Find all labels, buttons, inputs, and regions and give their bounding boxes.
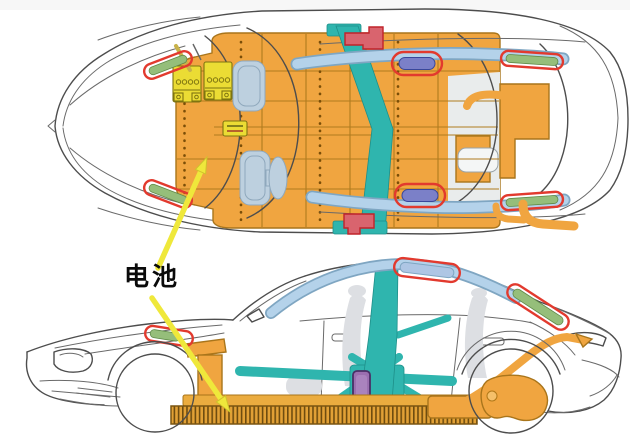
battery-annotation — [149, 155, 231, 414]
hazard-box — [222, 120, 248, 137]
subwoofer — [268, 156, 288, 200]
side-view — [25, 256, 622, 434]
top-view — [47, 8, 629, 235]
seat-base-left — [232, 60, 266, 112]
battery-arrow-bottom-shaft — [149, 295, 224, 402]
battery-arrow-top-head — [194, 155, 208, 175]
strut-c-pillar — [506, 283, 570, 331]
scan-edge — [0, 0, 630, 10]
rear-subframe-top — [463, 83, 579, 231]
battery-label: 电池 — [124, 262, 181, 291]
battery-arrow-bottom-head — [215, 394, 231, 414]
drive-unit — [480, 374, 549, 422]
strut-front-upper — [142, 50, 194, 80]
roof-rail-side — [265, 256, 522, 319]
pillar-brackets — [343, 26, 384, 235]
junction-boxes — [172, 61, 233, 103]
rear-armrest — [457, 147, 499, 173]
strut-rear-upper — [499, 49, 565, 71]
roof-highlight-segment — [392, 256, 462, 284]
headlight — [53, 348, 93, 373]
cabin-fittings — [232, 60, 288, 206]
battery-pack-side — [170, 394, 484, 425]
front-bulkhead — [185, 338, 227, 414]
battery-arrow-top-shaft — [155, 168, 204, 271]
side-mirror — [246, 308, 265, 323]
rear-rail-tip — [574, 332, 594, 349]
top-view-car-outline — [47, 8, 629, 235]
rear-drive-assembly — [427, 332, 594, 422]
sill-highlight-segments — [390, 50, 447, 209]
